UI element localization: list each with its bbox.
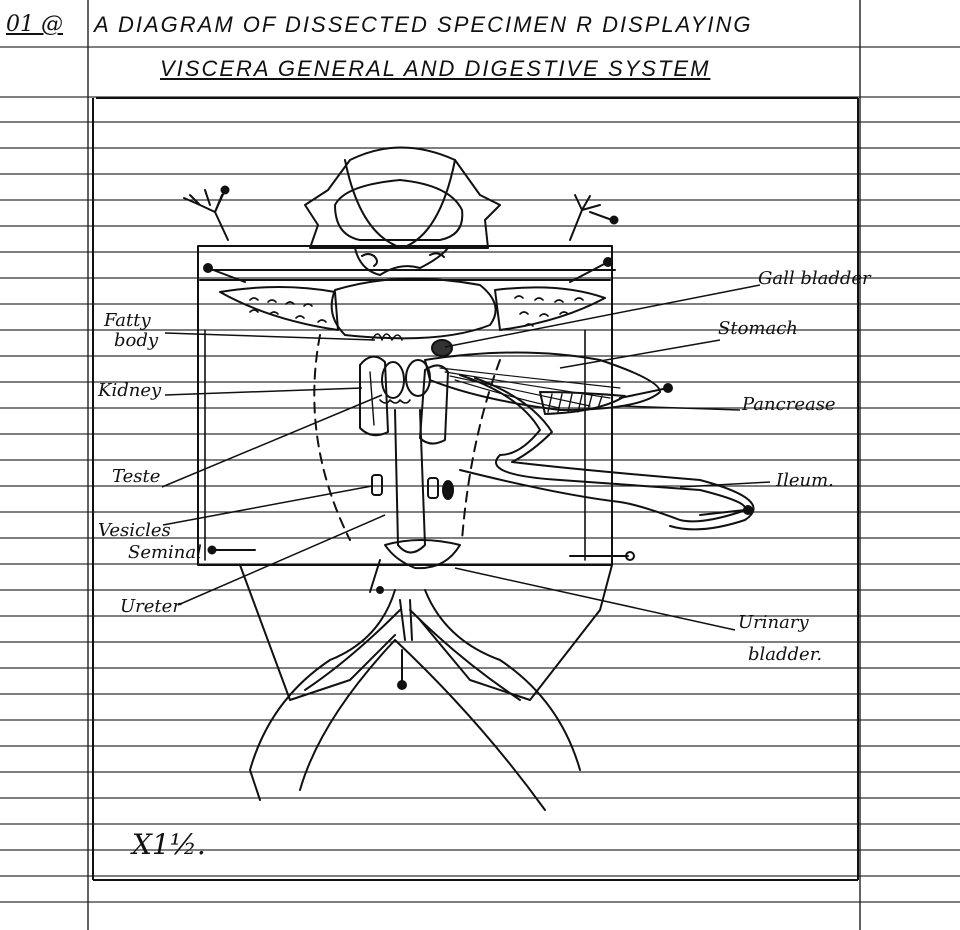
label-urinary-bladder-line-1: Urinary: [738, 614, 822, 632]
label-fatty-body: Fatty body: [104, 312, 158, 350]
magnification: X1½.: [132, 831, 206, 859]
label-vesicles-seminal: Vesicles Seminal: [98, 522, 202, 562]
fat-body-right: [495, 287, 605, 330]
fat-body-left: [220, 287, 338, 330]
label-urinary-bladder: Urinary bladder.: [738, 614, 822, 664]
label-gall-bladder: Gall bladder: [758, 270, 871, 288]
label-teste: Teste: [112, 468, 160, 486]
label-ureter: Ureter: [120, 598, 181, 616]
kidney-right: [420, 365, 448, 443]
label-fatty-body-line-1: Fatty: [104, 312, 158, 330]
label-leader-lines: [162, 285, 770, 630]
right-forelimb: [570, 195, 600, 240]
label-stomach: Stomach: [718, 320, 798, 338]
specimen-drawing: [184, 148, 754, 811]
liver: [332, 279, 496, 339]
frog-head: [305, 148, 500, 249]
vesicle-seminal-right: [428, 478, 438, 498]
margin-lines: [88, 0, 860, 930]
label-urinary-bladder-line-2: bladder.: [748, 646, 822, 664]
dashed-outline-left: [314, 335, 350, 540]
rectum: [395, 410, 425, 553]
label-pancrease: Pancrease: [742, 396, 836, 414]
diagram-title-line-1: A DIAGRAM OF DISSECTED SPECIMEN R DISPLA…: [94, 14, 752, 36]
label-vesicles-seminal-line-1: Vesicles: [98, 522, 202, 540]
question-number: 01 @: [6, 14, 63, 36]
gall-bladder: [432, 340, 452, 356]
diagram-title-line-2: VISCERA GENERAL AND DIGESTIVE SYSTEM: [160, 58, 710, 80]
hind-limbs: [240, 565, 612, 700]
label-vesicles-seminal-line-2: Seminal: [128, 544, 202, 562]
drawing-frame: [93, 98, 858, 880]
teste-right: [406, 360, 430, 396]
label-fatty-body-line-2: body: [114, 332, 158, 350]
vesicle-seminal-left: [372, 475, 382, 495]
fat-body-marks: [250, 296, 583, 326]
label-kidney: Kidney: [98, 382, 161, 400]
label-ileum: Ileum.: [776, 472, 834, 490]
